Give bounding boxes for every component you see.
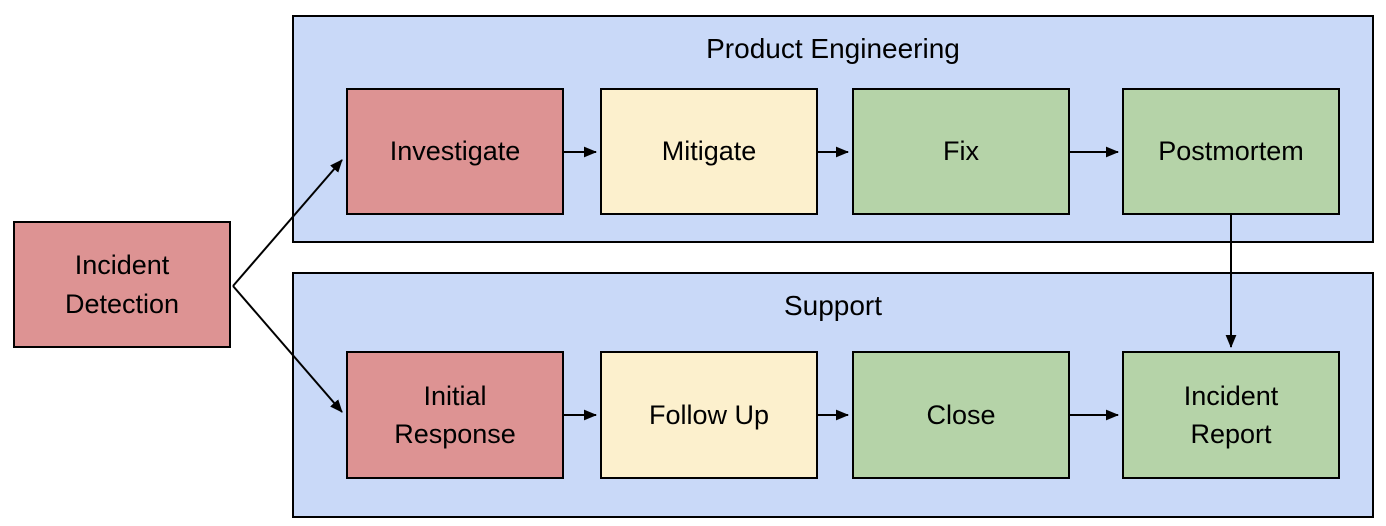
node-label: Mitigate — [661, 136, 757, 167]
node-label: Close — [926, 399, 996, 430]
node-label: Fix — [943, 136, 979, 167]
node-initial-response: Initial Response — [346, 351, 564, 479]
node-label: Follow Up — [648, 399, 770, 430]
node-label: Initial Response — [394, 380, 516, 449]
node-mitigate: Mitigate — [600, 88, 818, 215]
node-close: Close — [852, 351, 1070, 479]
node-incident-detection: Incident Detection — [13, 221, 231, 348]
node-follow-up: Follow Up — [600, 351, 818, 479]
node-label: Incident Report — [1183, 380, 1279, 449]
node-postmortem: Postmortem — [1122, 88, 1340, 215]
node-label: Postmortem — [1158, 136, 1304, 167]
node-fix: Fix — [852, 88, 1070, 215]
lane-title-product-engineering: Product Engineering — [706, 33, 960, 64]
node-label: Investigate — [389, 136, 521, 167]
lane-title-support: Support — [783, 290, 883, 321]
node-label: Incident Detection — [64, 250, 180, 319]
node-investigate: Investigate — [346, 88, 564, 215]
node-incident-report: Incident Report — [1122, 351, 1340, 479]
